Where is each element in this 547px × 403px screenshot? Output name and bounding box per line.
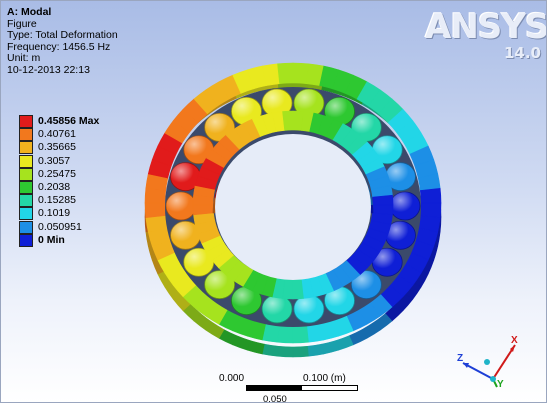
legend-row: 0.25475 [19, 167, 129, 181]
outer-ring-face [419, 202, 442, 218]
legend-value: 0.1019 [38, 207, 71, 220]
legend-swatch [19, 220, 33, 234]
frequency-label: Frequency: 1456.5 Hz [7, 40, 111, 53]
legend-swatch [19, 181, 33, 194]
outer-ring-face [292, 62, 309, 84]
triad-axes-icon [462, 344, 516, 388]
ball-highlight [204, 270, 235, 299]
ball-highlight [262, 89, 293, 118]
legend-value: 0.25475 [38, 167, 76, 180]
outer-ring-face [144, 202, 167, 218]
legend-swatch [19, 207, 33, 221]
ball-highlight [262, 294, 293, 323]
triad-x-label: X [511, 335, 518, 346]
scale-label-mid: 0.050 [263, 394, 287, 403]
axis-triad[interactable]: X Z Y [453, 335, 523, 393]
ball-highlight [324, 286, 355, 315]
outer-ring-face [419, 188, 442, 204]
legend-value: 0.35665 [38, 141, 76, 154]
scale-label-start: 0.000 [219, 373, 245, 384]
logo-name: ANSYS [425, 7, 547, 47]
outer-ring-side [261, 343, 279, 357]
legend-value: 0.45856 Max [38, 115, 100, 127]
legend-swatch [19, 233, 33, 247]
legend-row: 0.3057 [19, 154, 129, 168]
analysis-title: A: Modal [7, 6, 52, 18]
scale-label-end: 0.100 (m) [303, 373, 346, 384]
legend-swatch [19, 141, 33, 155]
ball-highlight [385, 162, 416, 191]
legend-swatch [19, 128, 33, 142]
legend-value: 0.050951 [38, 220, 82, 233]
result-type: Type: Total Deformation [7, 29, 118, 42]
ball-highlight [372, 248, 403, 277]
ball-highlight [183, 248, 214, 277]
logo-version: 14.0 [503, 44, 541, 62]
legend-row: 0.15285 [19, 194, 129, 208]
legend-swatch [19, 154, 33, 168]
outer-ring-side [307, 343, 325, 357]
legend-swatch [19, 167, 33, 181]
result-info-block: A: Modal Figure Type: Total Deformation … [7, 6, 118, 77]
ball-highlight [293, 294, 324, 323]
legend-swatch [19, 115, 33, 128]
ansys-logo: ANSYS 14.0 [425, 7, 547, 62]
ball-highlight [183, 135, 214, 164]
ball-highlight [351, 270, 382, 299]
timestamp: 10-12-2013 22:13 [7, 63, 90, 76]
outer-ring-side [321, 340, 340, 355]
figure-label: Figure [7, 17, 37, 30]
legend-row: 0.35665 [19, 141, 129, 155]
ball-highlight [170, 221, 201, 250]
legend-value: 0.15285 [38, 194, 76, 207]
ball-highlight [170, 162, 201, 191]
inner-ring-face [282, 110, 294, 131]
legend-row: 0.45856 Max [19, 115, 129, 128]
ball-highlight [390, 192, 420, 220]
unit-label: Unit: m [7, 52, 41, 65]
scale-bar-graphic [246, 385, 358, 391]
outer-ring-side [292, 345, 309, 358]
triad-y-label: Y [497, 379, 504, 390]
legend-value: 0 Min [38, 233, 65, 246]
inner-ring-face [292, 279, 304, 300]
outer-ring-side [277, 345, 294, 358]
ball-highlight [166, 192, 196, 220]
ball-highlight [231, 286, 262, 315]
inner-ring-face [192, 204, 214, 216]
bearing-bore [215, 134, 371, 280]
legend-row: 0.2038 [19, 181, 129, 194]
legend-row: 0.40761 [19, 128, 129, 142]
legend-swatch [19, 194, 33, 208]
legend-row: 0.050951 [19, 220, 129, 234]
inner-ring-face [372, 194, 394, 206]
legend-row: 0.1019 [19, 207, 129, 221]
ball-highlight [385, 221, 416, 250]
legend-row: 0 Min [19, 233, 129, 247]
legend-value: 0.2038 [38, 181, 71, 193]
ball-highlight [372, 135, 403, 164]
triad-z-label: Z [457, 353, 464, 364]
outer-ring-face [144, 188, 167, 204]
legend-value: 0.40761 [38, 128, 76, 141]
scale-bar: 0.000 0.100 (m) 0.050 [211, 373, 361, 403]
legend-value: 0.3057 [38, 154, 71, 167]
outer-ring-face [277, 62, 294, 84]
ball-highlight [293, 89, 324, 118]
